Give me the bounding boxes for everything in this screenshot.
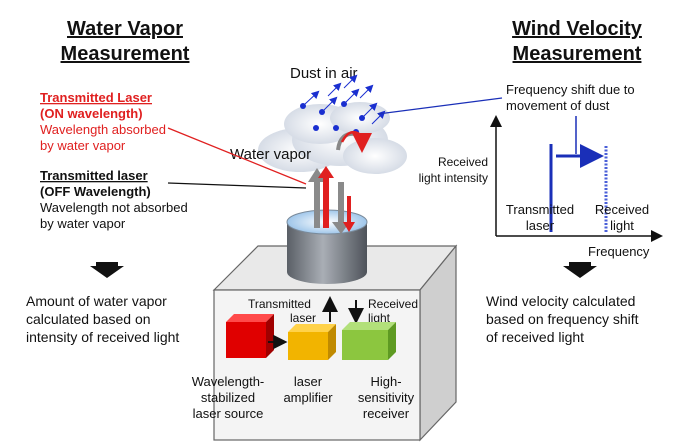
spectrum-transmitted-2: laser [526,218,555,233]
left-result-2: calculated based on [26,311,151,327]
recv-label-2: sensitivity [358,390,415,405]
on-laser-callout [167,127,307,185]
y-axis-label-2: light intensity [419,171,488,185]
amp-label-2: amplifier [283,390,333,405]
box-received-1: Received [368,297,418,311]
on-laser-desc-1: Wavelength absorbed [40,122,166,137]
box-received-2: light [368,311,391,325]
source-label-2: stabilized [201,390,255,405]
off-laser-callout [167,182,307,189]
right-result-1: Wind velocity calculated [486,293,635,309]
spectrum-transmitted-1: Transmitted [506,202,574,217]
dust-callout-line [377,97,503,115]
shift-note-2: movement of dust [506,98,610,113]
on-laser-subtitle: (ON wavelength) [40,106,143,121]
laser-beams [308,166,355,234]
right-result-2: based on frequency shift [486,311,639,327]
off-laser-title: Transmitted laser [40,168,148,183]
off-laser-desc-1: Wavelength not absorbed [40,200,188,215]
recv-label-1: High- [370,374,401,389]
off-laser-subtitle: (OFF Wavelength) [40,184,151,199]
source-label-3: laser source [193,406,264,421]
recv-label-3: receiver [363,406,410,421]
on-laser-desc-2: by water vapor [40,138,126,153]
laser-source-cube [226,314,274,358]
amp-label-1: laser [294,374,323,389]
spectrum-received-2: light [610,218,634,233]
on-laser-title: Transmitted Laser [40,90,152,105]
water-vapor-label: Water vapor [230,146,311,163]
water-vapor-heading-2: Measurement [61,43,190,65]
laser-amplifier-cube [288,324,336,360]
spectrum-received-1: Received [595,202,649,217]
water-vapor-heading-1: Water Vapor [67,18,183,40]
on-scatter-curve [340,130,372,153]
x-axis-label: Frequency [588,244,650,259]
wind-heading-1: Wind Velocity [512,18,643,40]
right-down-arrow-icon [563,262,597,278]
dust-in-air-label: Dust in air [290,65,358,82]
receiver-cube [342,322,396,360]
left-result-1: Amount of water vapor [26,293,167,309]
off-laser-desc-2: by water vapor [40,216,126,231]
shift-note-1: Frequency shift due to [506,82,635,97]
source-label-1: Wavelength- [192,374,265,389]
right-result-3: of received light [486,329,584,345]
box-transmitted-2: laser [290,311,316,325]
wind-heading-2: Measurement [513,43,642,65]
y-axis-label-1: Received [438,155,488,169]
box-transmitted-1: Transmitted [248,297,311,311]
left-result-3: intensity of received light [26,329,179,345]
left-down-arrow-icon [90,262,124,278]
